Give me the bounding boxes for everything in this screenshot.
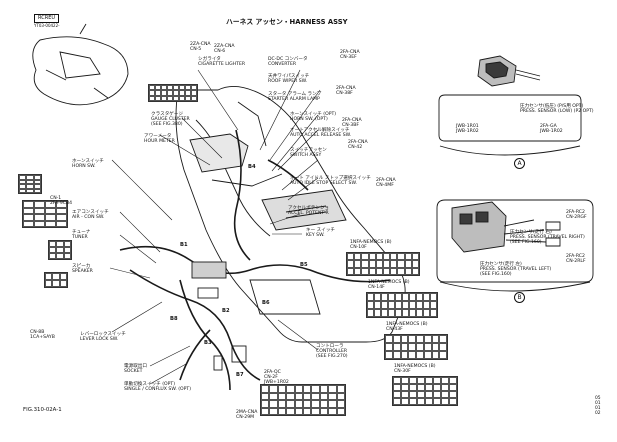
callout-single-conflux: 単動切換スイッチ (OPT)SINGLE / CONFLUX SW. (OPT) — [124, 382, 192, 392]
connector-label-cn3bf: 2FA-CNA CN-3BF — [342, 118, 362, 128]
wire-code: B3 — [204, 340, 212, 346]
connector-label-cn2f: 2FA-QC CN-2F JWB+1R02 — [264, 370, 289, 385]
console-outline — [175, 85, 406, 343]
callout-press-sensor-left: 圧力センサ(走行 左)PRESS. SENSOR (TRAVEL LEFT) (… — [480, 262, 552, 277]
connector-label-cn6: 2ZA-CNA CN-6 — [214, 44, 235, 54]
connector-label-cn1: CN-1 2FA-9CB4 — [50, 196, 73, 206]
page-title: ハーネス アッセン・HARNESS ASSY — [226, 18, 348, 26]
connector-grid-left1 — [18, 174, 42, 194]
detail-connector-b1: 2FA-RC2 CN-2RGF — [566, 210, 587, 220]
wire-code: B1 — [180, 242, 188, 248]
connector-label-cn5: 2ZA-CNA CN-5 — [190, 42, 211, 52]
detail-connector-a1: JWB-1R01 JWB-1R02 — [456, 124, 479, 134]
connector-grid-left3 — [48, 240, 72, 260]
wire-code: B6 — [262, 300, 270, 306]
figure-code: FIG.310-02A-1 — [23, 407, 62, 413]
connector-grid-left4 — [44, 272, 68, 288]
connector-grid-cn30f — [392, 376, 458, 406]
connector-label-cn8b: CN-8B 1CA+SAYB — [30, 330, 55, 340]
connector-grid-cn14f — [366, 292, 438, 318]
machine-sketch — [32, 36, 129, 106]
document-tag-sub: YT03-00422- — [34, 23, 60, 28]
wire-code: B2 — [222, 308, 230, 314]
detail-connector-b2: 2FA-RC2 CN-2RLF — [566, 254, 586, 264]
wire-code: B8 — [170, 316, 178, 322]
connector-label-cn38f: 2FA-CNA CN-38F — [336, 86, 356, 96]
connector-grid-cn43f — [384, 334, 448, 360]
connector-grid-left2 — [22, 200, 68, 228]
detail-b-frame — [436, 199, 594, 283]
detail-a-frame — [438, 94, 582, 142]
wire-code: B5 — [300, 262, 308, 268]
connector-label-cn43f: 1NFA-NEMOCS (B) CN-43F — [386, 322, 428, 332]
connector-label-cn3ef: 2FA-CNA CN-3EF — [340, 50, 360, 60]
callout-press-sensor-right: 圧力センサ(走行 右)PRESS. SENSOR (TRAVEL RIGHT) … — [510, 230, 585, 245]
connector-label-cn29m: 2MA-CNA CN-29M — [236, 410, 258, 420]
detail-connector-a2: 2FA-GA JWB-1R02 — [540, 124, 563, 134]
connector-label-cn4mf: 2FA-CNA CN-4MF — [376, 178, 396, 188]
connector-grid-top — [148, 84, 198, 102]
harness-wires — [119, 129, 391, 391]
connector-label-cn42: 2FA-CNA CN-42 — [348, 140, 368, 150]
wire-code: B4 — [248, 164, 256, 170]
wire-code: B7 — [236, 372, 244, 378]
detail-marker-b: B — [514, 292, 525, 303]
detail-marker-a: A — [514, 158, 525, 169]
connector-label-cn30f: 1NFA-NEMOCS (B) CN-30F — [394, 364, 436, 374]
callout-press-sensor-low: 圧力センサ(低圧) (P/S用 OPT)PRESS. SENSOR (LOW) … — [520, 104, 594, 114]
document-tag: RCREU — [34, 14, 60, 23]
connector-label-cn14f: 1NFA-NEMOCS (B) CN-14F — [368, 280, 410, 290]
connector-label-cn10f: 1NFA-NEMOCS (B) CN-10F — [350, 240, 392, 250]
callout-horn-opt: ホーンスイッチ (OPT)HORN SW. (OPT) — [290, 112, 337, 122]
connector-grid-cn10f — [346, 252, 420, 276]
connector-grid-bottom — [260, 384, 346, 416]
page-numbers: 05 01 01 02 — [595, 396, 601, 416]
